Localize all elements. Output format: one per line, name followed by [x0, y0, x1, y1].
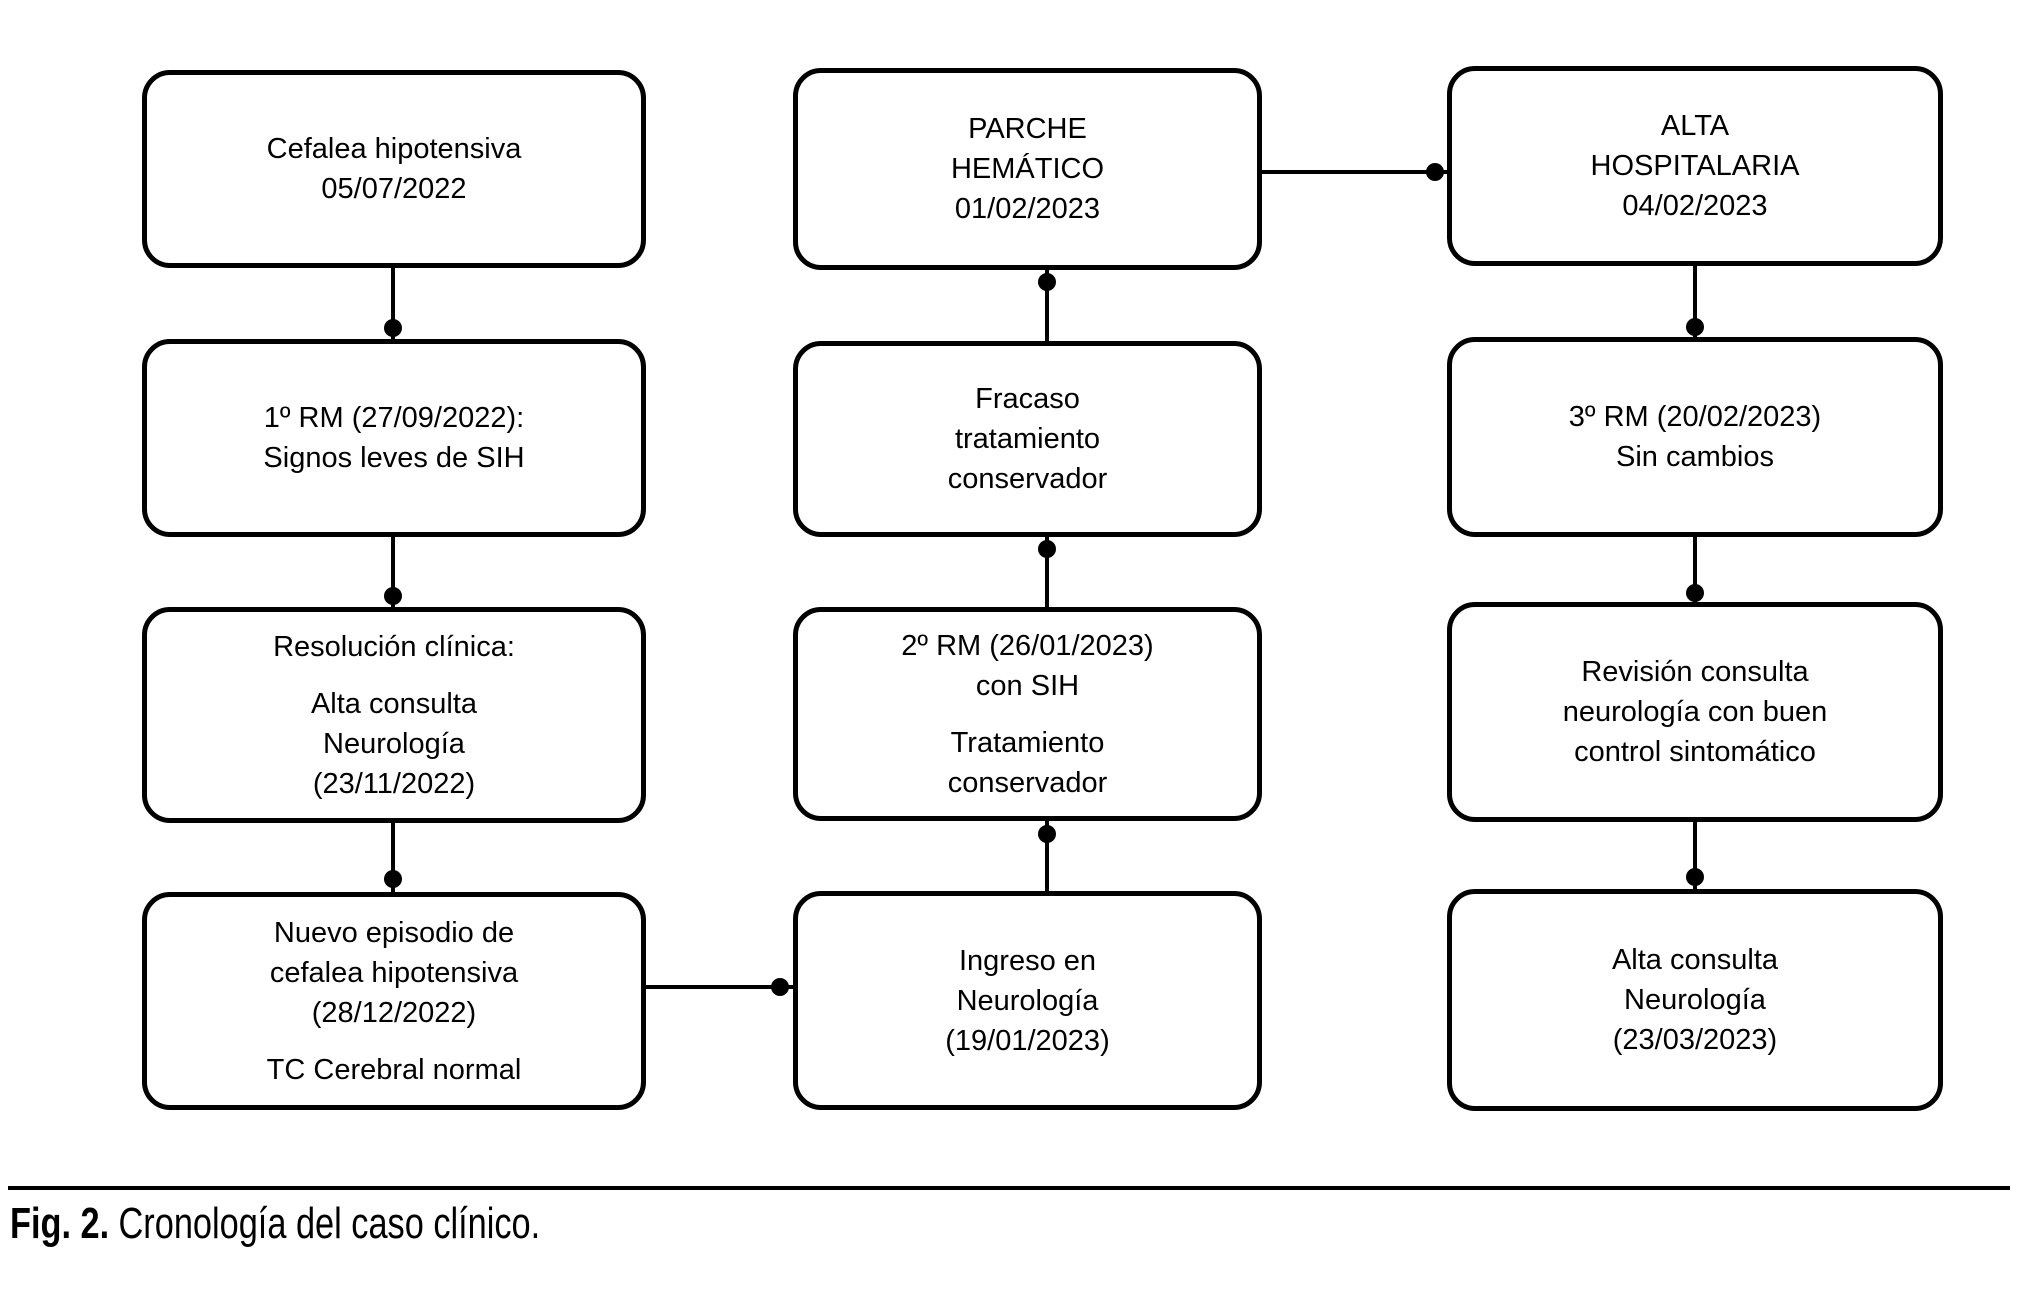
- node-text: Ingreso en Neurología (19/01/2023): [945, 944, 1110, 1057]
- node-text: Nuevo episodio de cefalea hipotensiva (2…: [269, 916, 519, 1029]
- node-text: Resolución clínica:: [273, 630, 515, 663]
- node-text: Alta consulta Neurología (23/03/2023): [1611, 944, 1779, 1056]
- node-text: Fracaso tratamiento conservador: [947, 383, 1108, 495]
- node-revision-consulta: Revisión consulta neurología con buen co…: [1447, 602, 1943, 822]
- connector-line: [1045, 535, 1049, 609]
- node-text: Cefalea hipotensiva 05/07/2022: [266, 133, 522, 205]
- node-alta-hospitalaria: ALTA HOSPITALARIA 04/02/2023: [1447, 66, 1943, 266]
- connector-arrow-dot: [384, 587, 402, 605]
- caption-divider: [8, 1186, 2010, 1190]
- node-text: Tratamiento conservador: [947, 726, 1108, 799]
- node-fracaso-tratamiento: Fracaso tratamiento conservador: [793, 341, 1262, 537]
- connector-line: [391, 820, 395, 894]
- connector-line: [391, 535, 395, 609]
- figure-caption: Fig. 2.Cronología del caso clínico.: [10, 1198, 540, 1250]
- node-ingreso-neurologia: Ingreso en Neurología (19/01/2023): [793, 891, 1262, 1110]
- node-3-rm: 3º RM (20/02/2023) Sin cambios: [1447, 337, 1943, 537]
- connector-arrow-dot: [1038, 273, 1056, 291]
- connector-arrow-dot: [1686, 318, 1704, 336]
- connector-arrow-dot: [384, 319, 402, 337]
- node-2-rm: 2º RM (26/01/2023) con SIH Tratamiento c…: [793, 607, 1262, 821]
- connector-line: [1693, 535, 1697, 604]
- figure-caption-text: Cronología del caso clínico.: [118, 1199, 541, 1248]
- connector-line: [1260, 170, 1449, 174]
- connector-arrow-dot: [1038, 540, 1056, 558]
- connector-line: [1045, 268, 1049, 343]
- node-text: Alta consulta Neurología (23/11/2022): [310, 687, 478, 800]
- connector-line: [1693, 264, 1697, 339]
- connector-line: [644, 985, 794, 989]
- connector-arrow-dot: [1686, 868, 1704, 886]
- connector-arrow-dot: [1686, 584, 1704, 602]
- connector-arrow-dot: [771, 978, 789, 996]
- node-nuevo-episodio: Nuevo episodio de cefalea hipotensiva (2…: [142, 892, 646, 1110]
- node-1-rm: 1º RM (27/09/2022): Signos leves de SIH: [142, 339, 646, 537]
- node-text: 3º RM (20/02/2023) Sin cambios: [1568, 401, 1822, 473]
- connector-arrow-dot: [1426, 163, 1444, 181]
- connector-line: [391, 266, 395, 341]
- node-resolucion-clinica: Resolución clínica: Alta consulta Neurol…: [142, 607, 646, 823]
- node-text: 1º RM (27/09/2022): Signos leves de SIH: [263, 402, 525, 474]
- node-text: 2º RM (26/01/2023) con SIH: [901, 629, 1154, 702]
- connector-arrow-dot: [1038, 825, 1056, 843]
- node-text: TC Cerebral normal: [266, 1053, 522, 1086]
- node-cefalea-hipotensiva: Cefalea hipotensiva 05/07/2022: [142, 70, 646, 268]
- figure-caption-label: Fig. 2.: [10, 1199, 110, 1248]
- connector-arrow-dot: [384, 870, 402, 888]
- node-parche-hematico: PARCHE HEMÁTICO 01/02/2023: [793, 68, 1262, 270]
- node-alta-consulta-neurologia: Alta consulta Neurología (23/03/2023): [1447, 889, 1943, 1111]
- node-text: PARCHE HEMÁTICO 01/02/2023: [950, 113, 1105, 225]
- connector-line: [1693, 820, 1697, 891]
- node-text: ALTA HOSPITALARIA 04/02/2023: [1590, 110, 1800, 222]
- node-text: Revisión consulta neurología con buen co…: [1562, 656, 1828, 768]
- connector-line: [1045, 820, 1049, 893]
